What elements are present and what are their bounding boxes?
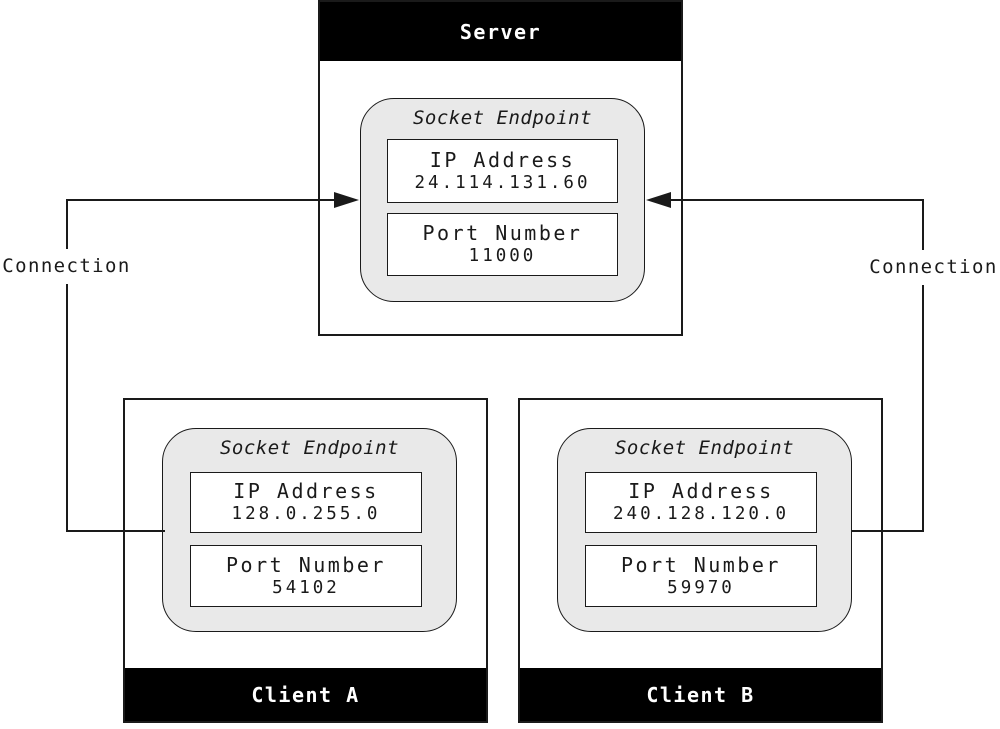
client-a-ip-value: 128.0.255.0	[231, 504, 381, 525]
server-box: Server Socket Endpoint IP Address 24.114…	[318, 0, 683, 336]
connection-left-arrowhead-icon	[334, 192, 359, 208]
server-title: Server	[459, 19, 542, 44]
client-b-socket-endpoint-label: Socket Endpoint	[614, 437, 795, 459]
client-a-title-bar: Client A	[125, 668, 486, 721]
client-a-ip-field: IP Address 128.0.255.0	[190, 472, 422, 533]
client-a-socket-endpoint: Socket Endpoint IP Address 128.0.255.0 P…	[162, 428, 457, 632]
server-ip-field: IP Address 24.114.131.60	[387, 139, 618, 203]
connection-label-left: Connection	[0, 249, 133, 284]
connection-right-arrowhead-icon	[646, 192, 671, 208]
connection-left-bottom-line	[66, 530, 165, 532]
connection-label-right: Connection	[867, 250, 1000, 285]
client-b-box: Socket Endpoint IP Address 240.128.120.0…	[518, 398, 883, 723]
client-a-port-field: Port Number 54102	[190, 545, 422, 607]
connection-left-vertical-line	[66, 199, 68, 532]
client-a-ip-label: IP Address	[233, 479, 379, 504]
client-b-ip-value: 240.128.120.0	[613, 504, 789, 525]
client-b-port-value: 59970	[667, 577, 735, 598]
server-ip-value: 24.114.131.60	[414, 172, 591, 193]
client-b-ip-field: IP Address 240.128.120.0	[585, 472, 817, 533]
client-b-ip-label: IP Address	[628, 479, 774, 504]
client-b-title-bar: Client B	[520, 668, 881, 721]
client-a-title: Client A	[251, 682, 360, 707]
connection-right-vertical-line	[922, 199, 924, 532]
connection-left-top-line	[66, 199, 338, 201]
client-b-title: Client B	[646, 682, 755, 707]
connection-right-top-line	[650, 199, 924, 201]
client-b-socket-endpoint: Socket Endpoint IP Address 240.128.120.0…	[557, 428, 852, 632]
server-title-bar: Server	[320, 2, 681, 61]
connection-right-bottom-line	[851, 530, 924, 532]
client-b-port-label: Port Number	[621, 552, 781, 577]
client-a-box: Socket Endpoint IP Address 128.0.255.0 P…	[123, 398, 488, 723]
client-a-port-value: 54102	[272, 577, 340, 598]
server-port-label: Port Number	[422, 221, 583, 246]
server-socket-endpoint-label: Socket Endpoint	[412, 107, 593, 129]
server-socket-endpoint: Socket Endpoint IP Address 24.114.131.60…	[360, 98, 645, 302]
server-port-value: 11000	[468, 246, 537, 267]
client-b-port-field: Port Number 59970	[585, 545, 817, 607]
client-a-socket-endpoint-label: Socket Endpoint	[219, 437, 400, 459]
client-a-port-label: Port Number	[226, 552, 386, 577]
server-ip-label: IP Address	[429, 147, 576, 172]
server-port-field: Port Number 11000	[387, 213, 618, 276]
